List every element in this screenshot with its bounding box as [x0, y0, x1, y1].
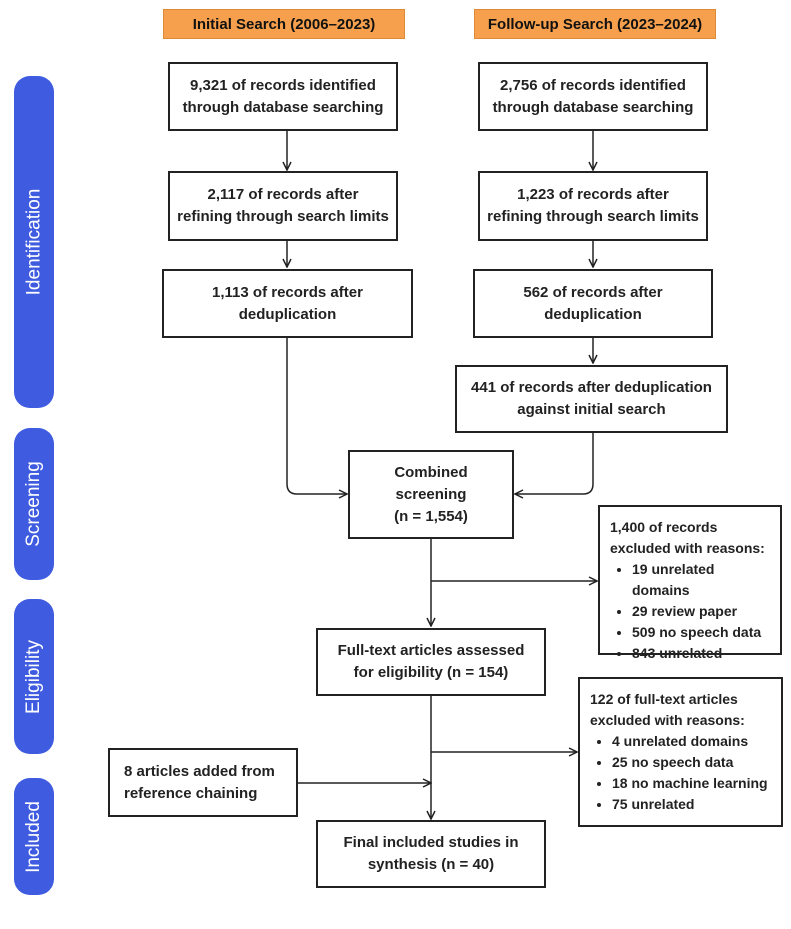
- excluded-fulltext-reason: 4 unrelated domains: [612, 731, 771, 752]
- initial-dedup-records: 1,113 of records after deduplication: [162, 269, 413, 338]
- initial-search-header: Initial Search (2006–2023): [163, 9, 405, 39]
- stage-included: Included: [14, 778, 54, 895]
- followup-dedup-against-initial: 441 of records after deduplication again…: [455, 365, 728, 433]
- excluded-reason: 19 unrelated domains: [632, 559, 770, 601]
- arrow-initial-to-combined: [286, 337, 347, 494]
- combined-screening-box: Combined screening (n = 1,554): [348, 450, 514, 539]
- followup-dedup-records: 562 of records after deduplication: [473, 269, 713, 338]
- initial-limits-records: 2,117 of records after refining through …: [168, 171, 398, 241]
- excluded-reason: 509 no speech data: [632, 622, 770, 643]
- followup-limits-records: 1,223 of records after refining through …: [478, 171, 708, 241]
- excluded-records-reasons: 19 unrelated domains 29 review paper 509…: [610, 559, 770, 664]
- stage-eligibility: Eligibility: [14, 599, 54, 754]
- followup-db-records: 2,756 of records identified through data…: [478, 62, 708, 131]
- excluded-reason: 843 unrelated: [632, 643, 770, 664]
- stage-identification: Identification: [14, 76, 54, 408]
- excluded-fulltext-reasons: 4 unrelated domains 25 no speech data 18…: [590, 731, 771, 815]
- excluded-fulltext-box: 122 of full-text articles excluded with …: [578, 677, 783, 827]
- excluded-fulltext-reason: 75 unrelated: [612, 794, 771, 815]
- initial-db-records: 9,321 of records identified through data…: [168, 62, 398, 131]
- excluded-fulltext-reason: 18 no machine learning: [612, 773, 771, 794]
- excluded-reason: 29 review paper: [632, 601, 770, 622]
- followup-search-header: Follow-up Search (2023–2024): [474, 9, 716, 39]
- excluded-records-box: 1,400 of records excluded with reasons: …: [598, 505, 782, 661]
- excluded-records-title: 1,400 of records excluded with reasons:: [610, 519, 765, 556]
- excluded-fulltext-reason: 25 no speech data: [612, 752, 771, 773]
- final-included-box: Final included studies in synthesis (n =…: [316, 820, 546, 888]
- fulltext-assessed-box: Full-text articles assessed for eligibil…: [316, 628, 546, 696]
- arrow-followup-to-combined: [515, 432, 594, 494]
- reference-chaining-box: 8 articles added from reference chaining: [108, 748, 298, 817]
- excluded-fulltext-title: 122 of full-text articles excluded with …: [590, 691, 745, 728]
- stage-screening: Screening: [14, 428, 54, 580]
